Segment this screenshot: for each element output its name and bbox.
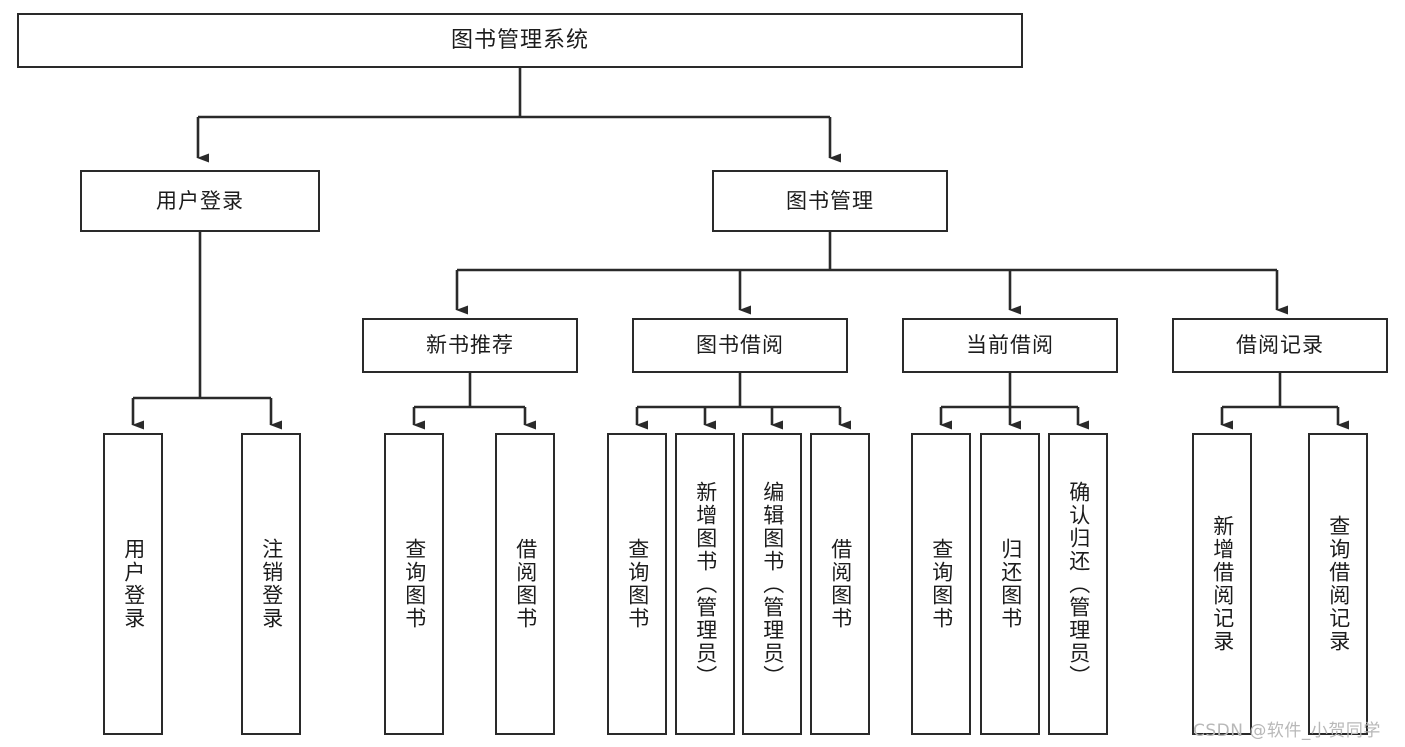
node-label: 查询图书 [929, 538, 954, 630]
node-label: 查询借阅记录 [1326, 515, 1351, 653]
leaf-user-login[interactable]: 用户登录 [103, 433, 163, 735]
leaf-borrow-book-new[interactable]: 借阅图书 [495, 433, 555, 735]
node-label: 查询图书 [625, 538, 650, 630]
node-borrow-record[interactable]: 借阅记录 [1172, 318, 1388, 373]
node-label: 确认归还（管理员） [1066, 480, 1091, 688]
node-label: 编辑图书（管理员） [760, 480, 785, 688]
node-label: 注销登录 [259, 538, 284, 630]
node-label: 用户登录 [156, 188, 244, 213]
leaf-add-book-admin[interactable]: 新增图书（管理员） [675, 433, 735, 735]
node-label: 图书管理 [786, 188, 874, 213]
watermark: CSDN @软件_小贺同学 [1193, 721, 1381, 741]
node-label: 图书管理系统 [450, 27, 589, 53]
node-new-book-recommend[interactable]: 新书推荐 [362, 318, 578, 373]
node-book-management[interactable]: 图书管理 [712, 170, 948, 232]
leaf-user-logout[interactable]: 注销登录 [241, 433, 301, 735]
leaf-query-book-borrow[interactable]: 查询图书 [607, 433, 667, 735]
node-label: 用户登录 [121, 538, 146, 630]
leaf-add-borrow-record[interactable]: 新增借阅记录 [1192, 433, 1252, 735]
node-label: 归还图书 [998, 538, 1023, 630]
leaf-query-borrow-record[interactable]: 查询借阅记录 [1308, 433, 1368, 735]
node-user-login[interactable]: 用户登录 [80, 170, 320, 232]
node-label: 图书借阅 [696, 333, 784, 357]
node-label: 借阅图书 [828, 538, 853, 630]
leaf-query-book-current[interactable]: 查询图书 [911, 433, 971, 735]
node-current-borrow[interactable]: 当前借阅 [902, 318, 1118, 373]
node-label: 借阅图书 [513, 538, 538, 630]
node-root-system[interactable]: 图书管理系统 [17, 13, 1023, 68]
leaf-borrow-book[interactable]: 借阅图书 [810, 433, 870, 735]
node-label: 当前借阅 [966, 333, 1054, 357]
leaf-query-book-new[interactable]: 查询图书 [384, 433, 444, 735]
node-label: 查询图书 [402, 538, 427, 630]
node-book-borrow[interactable]: 图书借阅 [632, 318, 848, 373]
node-label: 新增图书（管理员） [693, 480, 718, 688]
leaf-confirm-return-admin[interactable]: 确认归还（管理员） [1048, 433, 1108, 735]
node-label: 新书推荐 [426, 333, 514, 357]
leaf-edit-book-admin[interactable]: 编辑图书（管理员） [742, 433, 802, 735]
leaf-return-book[interactable]: 归还图书 [980, 433, 1040, 735]
node-label: 新增借阅记录 [1210, 515, 1235, 653]
node-label: 借阅记录 [1236, 333, 1324, 357]
